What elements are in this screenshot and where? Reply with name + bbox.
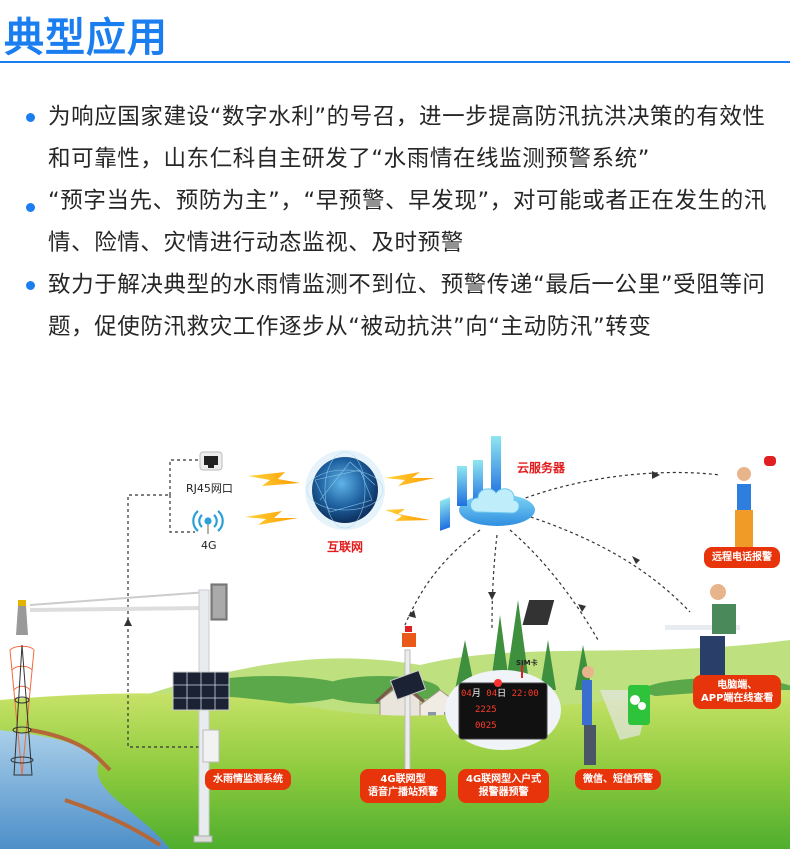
pc-app-tag: 电脑端、 APP端在线查看 xyxy=(693,675,782,709)
rj45-label: RJ45网口 xyxy=(186,482,233,495)
wechat-sms-tag: 微信、短信预警 xyxy=(575,769,661,790)
cloud-server-icon xyxy=(440,436,535,531)
application-diagram: RJ45网口 4G 互联网 云服务器 04月 04日 22:00 2225 00… xyxy=(0,430,790,849)
bullet-dot-icon xyxy=(26,113,35,122)
bullet-text: “预字当先、预防为主”，“早预警、早发现”，对可能或者正在发生的汛情、险情、灾情… xyxy=(48,188,767,256)
bullet-dot-icon xyxy=(26,203,35,212)
diagram-illustration xyxy=(0,436,790,849)
bullet-text: 为响应国家建设“数字水利”的号召，进一步提高防汛抗洪决策的有效性和可靠性，山东仁… xyxy=(48,104,766,172)
bullet-dot-icon xyxy=(26,281,35,290)
4g-label: 4G xyxy=(201,539,217,552)
bullet-item: “预字当先、预防为主”，“早预警、早发现”，对可能或者正在发生的汛情、险情、灾情… xyxy=(0,180,790,264)
page-title: 典型应用 xyxy=(4,15,168,61)
bullet-item: 为响应国家建设“数字水利”的号召，进一步提高防汛抗洪决策的有效性和可靠性，山东仁… xyxy=(0,96,790,180)
household-alarm-display xyxy=(445,665,561,750)
section-header: 典型应用 xyxy=(0,0,790,63)
4g-signal-icon xyxy=(192,510,224,534)
internet-label: 互联网 xyxy=(327,540,364,554)
broadcast-station-tag: 4G联网型 语音广播站预警 xyxy=(360,769,446,803)
display-board-readout: 04月 04日 22:00 2225 0025 xyxy=(461,689,539,731)
bullet-list: 为响应国家建设“数字水利”的号召，进一步提高防汛抗洪决策的有效性和可靠性，山东仁… xyxy=(0,96,790,348)
bullet-text: 致力于解决典型的水雨情监测不到位、预警传递“最后一公里”受阻等问题，促使防汛救灾… xyxy=(48,272,766,340)
cloud-server-label: 云服务器 xyxy=(517,461,566,475)
monitor-system-tag: 水雨情监测系统 xyxy=(205,769,291,790)
indoor-alarm-tag: 4G联网型入户式 报警器预警 xyxy=(458,769,550,803)
sim-label: SIM卡 xyxy=(516,659,538,667)
rj45-port-icon xyxy=(199,451,223,471)
phone-alarm-tag: 远程电话报警 xyxy=(704,547,780,568)
title-underline xyxy=(0,61,790,63)
bullet-item: 致力于解决典型的水雨情监测不到位、预警传递“最后一公里”受阻等问题，促使防汛救灾… xyxy=(0,264,790,348)
